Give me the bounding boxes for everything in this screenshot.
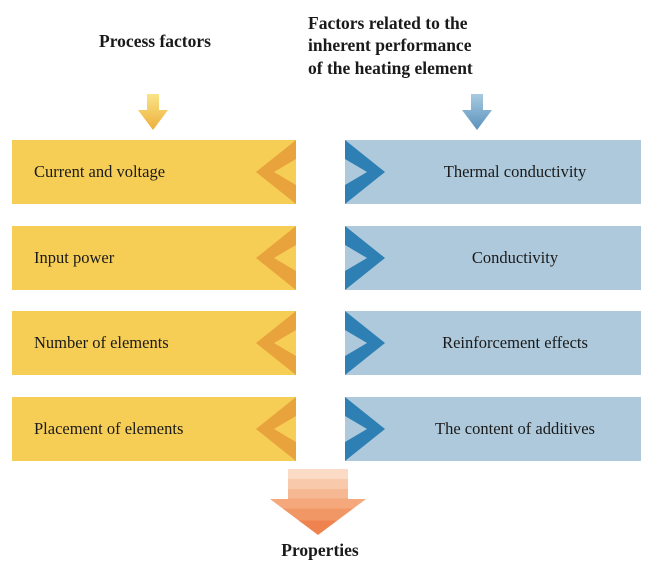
left-chevron-icon (256, 311, 296, 375)
performance-factor-box: The content of additives (345, 397, 641, 461)
right-chevron-icon (345, 311, 385, 375)
orange-down-arrow-icon (270, 469, 366, 535)
process-factor-box: Placement of elements (12, 397, 296, 461)
process-factor-label: Input power (34, 248, 115, 267)
process-factor-box: Number of elements (12, 311, 296, 375)
right-chevron-icon (345, 226, 385, 290)
process-factor-label: Placement of elements (34, 419, 184, 438)
left-column-heading: Process factors (99, 31, 211, 51)
yellow-down-arrow-icon (138, 94, 168, 130)
left-chevron-icon (256, 397, 296, 461)
performance-factor-label: Thermal conductivity (443, 162, 587, 181)
blue-down-arrow-icon (462, 94, 492, 130)
right-chevron-icon (345, 140, 385, 204)
right-column-heading: Factors related to the inherent performa… (308, 13, 473, 78)
process-factor-box: Current and voltage (12, 140, 296, 204)
performance-factor-label: Reinforcement effects (442, 333, 588, 352)
performance-factor-box: Thermal conductivity (345, 140, 641, 204)
process-factor-label: Number of elements (34, 333, 169, 352)
left-chevron-icon (256, 140, 296, 204)
left-chevron-icon (256, 226, 296, 290)
right-chevron-icon (345, 397, 385, 461)
performance-factor-label: Conductivity (471, 248, 559, 267)
properties-label: Properties (281, 540, 359, 560)
performance-factor-box: Conductivity (345, 226, 641, 290)
performance-factor-label: The content of additives (435, 419, 595, 438)
process-factor-label: Current and voltage (34, 162, 166, 181)
performance-factor-box: Reinforcement effects (345, 311, 641, 375)
process-factor-box: Input power (12, 226, 296, 290)
